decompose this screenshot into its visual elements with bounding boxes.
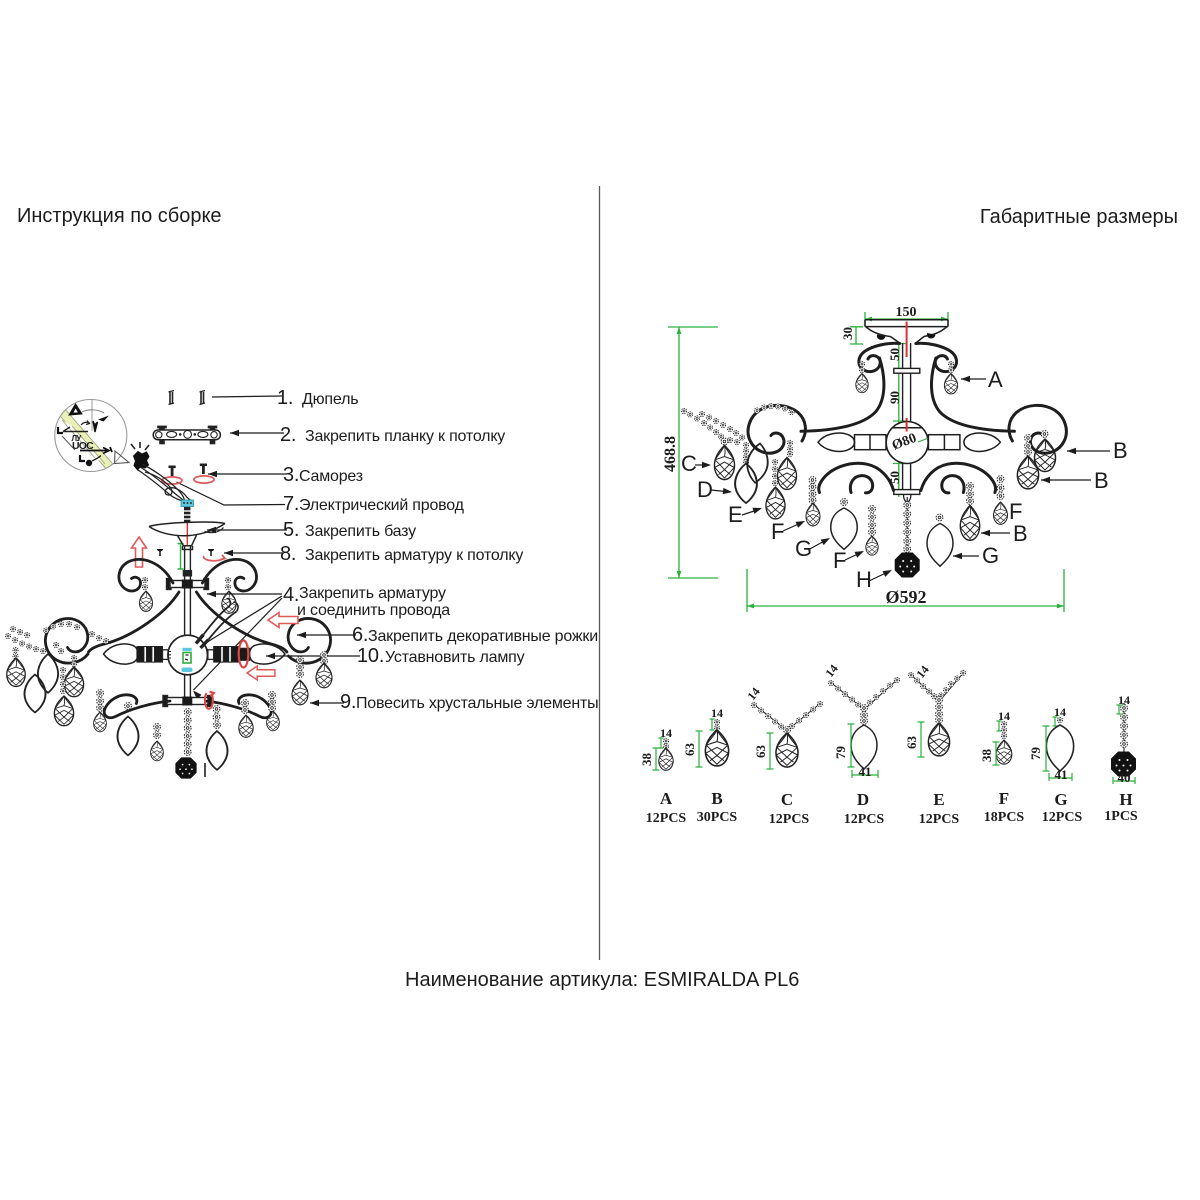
svg-text:5.: 5.: [283, 519, 299, 541]
svg-text:63: 63: [904, 736, 919, 750]
svg-text:H: H: [1119, 790, 1132, 809]
svg-text:Уставновить лампу: Уставновить лампу: [385, 649, 525, 666]
svg-text:F: F: [999, 789, 1009, 808]
svg-text:UОС: UОС: [72, 440, 94, 452]
svg-text:12PCS: 12PCS: [1042, 810, 1083, 825]
svg-text:14: 14: [998, 709, 1010, 723]
svg-text:30: 30: [840, 327, 855, 340]
svg-text:G: G: [1054, 790, 1067, 809]
svg-text:12PCS: 12PCS: [646, 811, 687, 826]
svg-text:14: 14: [1118, 693, 1130, 707]
svg-text:468.8: 468.8: [662, 436, 679, 472]
svg-text:6.: 6.: [352, 624, 368, 646]
svg-text:14: 14: [660, 726, 672, 740]
svg-text:B: B: [1113, 438, 1128, 463]
svg-text:14: 14: [1054, 705, 1066, 719]
svg-text:79: 79: [1028, 747, 1043, 761]
svg-text:12PCS: 12PCS: [769, 812, 810, 827]
svg-text:Инструкция по сборке: Инструкция по сборке: [17, 205, 222, 227]
svg-text:14: 14: [744, 685, 762, 703]
svg-text:4.: 4.: [283, 584, 299, 606]
svg-text:7.: 7.: [283, 493, 299, 515]
svg-text:ЛУ: ЛУ: [72, 434, 83, 443]
svg-text:41: 41: [1055, 767, 1068, 782]
svg-text:G: G: [795, 536, 812, 561]
svg-text:8.: 8.: [280, 543, 296, 565]
svg-text:40: 40: [1118, 770, 1131, 785]
svg-text:B: B: [1013, 521, 1028, 546]
svg-text:3.: 3.: [283, 464, 299, 486]
svg-text:18PCS: 18PCS: [984, 810, 1025, 825]
svg-text:1.: 1.: [277, 387, 293, 409]
svg-text:C: C: [681, 451, 697, 476]
svg-text:E: E: [933, 790, 944, 809]
svg-text:H: H: [856, 567, 872, 592]
svg-text:A: A: [988, 367, 1003, 392]
svg-text:F: F: [833, 548, 846, 573]
svg-text:Дюпель: Дюпель: [302, 391, 358, 408]
svg-text:150: 150: [896, 305, 917, 320]
svg-text:38: 38: [979, 749, 994, 763]
svg-text:Закрепить планку к потолку: Закрепить планку к потолку: [305, 428, 505, 445]
svg-text:F: F: [1009, 499, 1022, 524]
svg-text:E: E: [728, 502, 743, 527]
svg-text:41: 41: [859, 764, 872, 779]
svg-text:Закрепить арматуру: Закрепить арматуру: [299, 585, 446, 602]
svg-text:Повесить хрустальные элементы: Повесить хрустальные элементы: [356, 695, 598, 712]
svg-text:10.: 10.: [357, 645, 384, 667]
svg-text:50: 50: [887, 348, 902, 361]
svg-text:Наименование артикула: ESMIRAL: Наименование артикула: ESMIRALDA PL6: [405, 969, 799, 991]
svg-text:14: 14: [711, 706, 723, 720]
svg-text:Электрический провод: Электрический провод: [299, 497, 465, 514]
svg-text:Закрепить базу: Закрепить базу: [305, 523, 416, 540]
svg-text:B: B: [1094, 468, 1109, 493]
svg-text:9.: 9.: [340, 691, 356, 713]
svg-text:A: A: [660, 789, 673, 808]
svg-text:D: D: [697, 477, 713, 502]
svg-text:Закрепить арматуру к потолку: Закрепить арматуру к потолку: [305, 547, 523, 564]
svg-text:63: 63: [682, 743, 697, 757]
svg-text:G: G: [982, 543, 999, 568]
svg-text:Ø592: Ø592: [885, 587, 926, 607]
svg-text:12PCS: 12PCS: [919, 812, 960, 827]
svg-text:30PCS: 30PCS: [697, 810, 738, 825]
svg-text:F: F: [771, 519, 784, 544]
svg-text:C: C: [781, 790, 793, 809]
svg-text:D: D: [857, 790, 869, 809]
svg-text:63: 63: [753, 745, 768, 759]
svg-text:90: 90: [887, 391, 902, 404]
svg-text:B: B: [711, 789, 722, 808]
svg-text:Габаритные размеры: Габаритные размеры: [980, 206, 1178, 228]
svg-text:Закрепить декоративные рожки: Закрепить декоративные рожки: [368, 628, 598, 645]
svg-text:1PCS: 1PCS: [1104, 809, 1138, 824]
svg-text:Саморез: Саморез: [299, 468, 363, 485]
svg-text:14: 14: [822, 662, 840, 680]
svg-text:2.: 2.: [280, 424, 296, 446]
svg-text:12PCS: 12PCS: [844, 812, 885, 827]
svg-text:и соединить провода: и соединить провода: [297, 602, 450, 619]
svg-text:38: 38: [639, 753, 654, 767]
svg-text:79: 79: [833, 746, 848, 760]
